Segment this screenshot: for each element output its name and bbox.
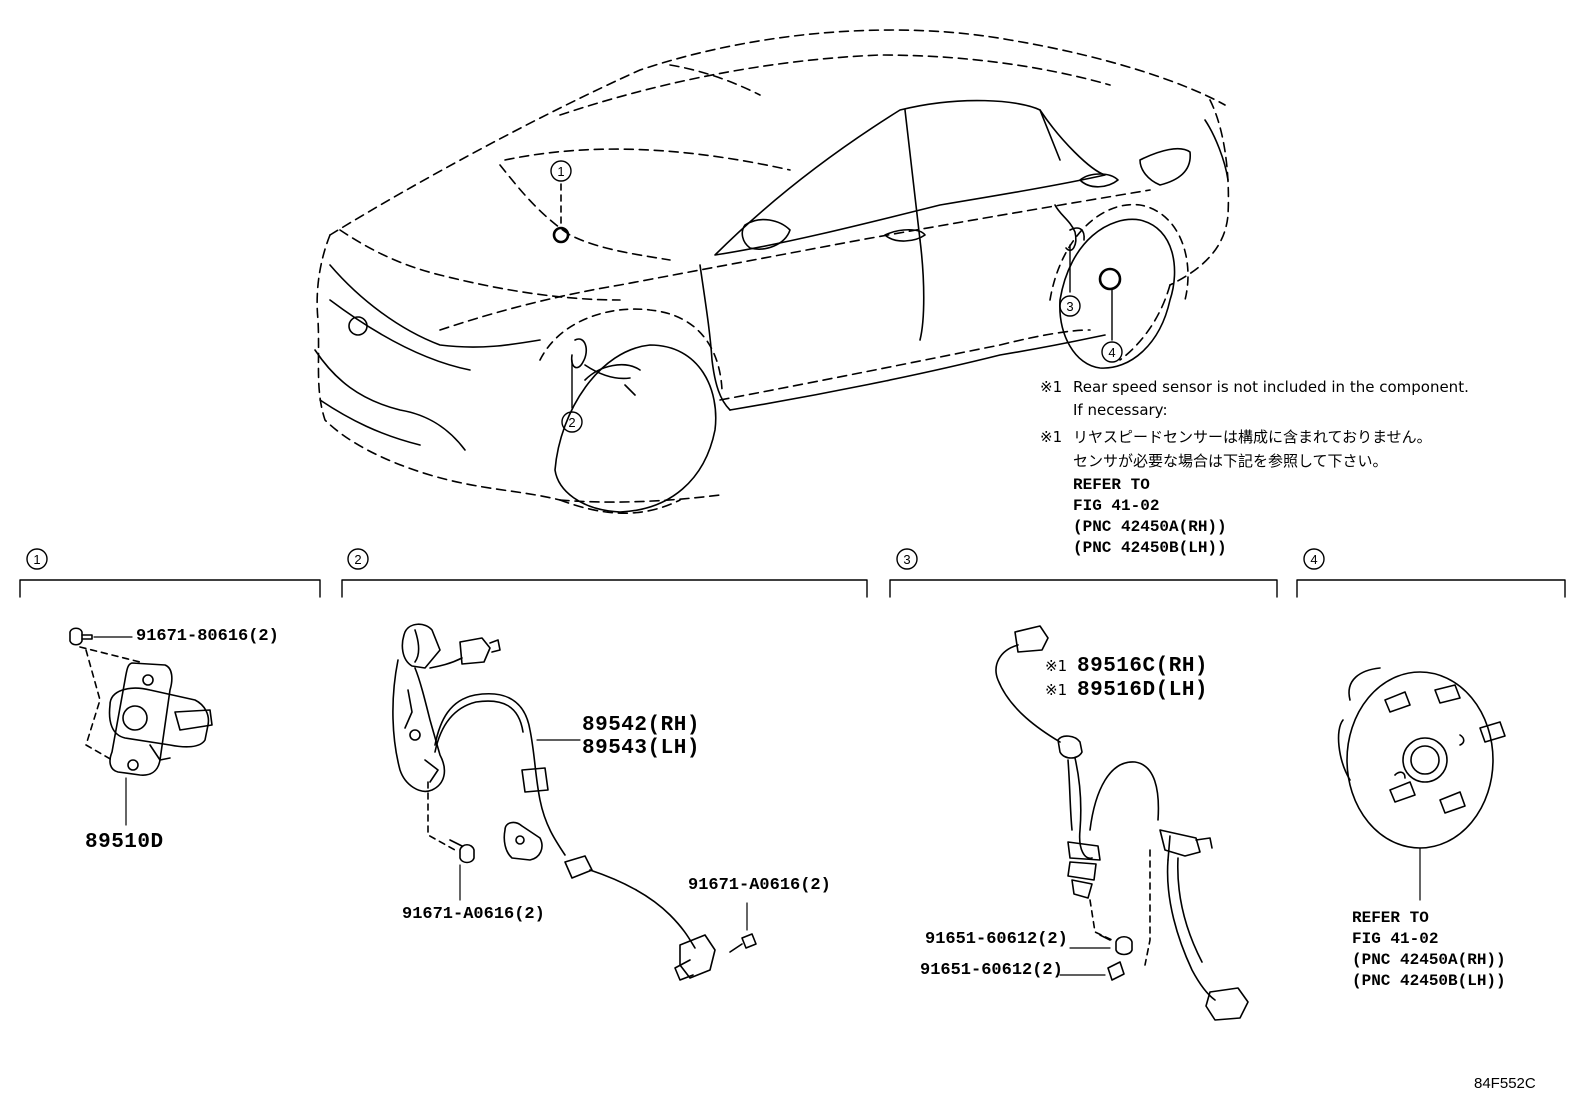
note-refer-0: REFER TO xyxy=(1073,476,1150,494)
note-jp-line1: リヤスピードセンサーは構成に含まれておりません。 xyxy=(1073,428,1432,446)
note-jp-line2: センサが必要な場合は下記を参照して下さい。 xyxy=(1073,452,1388,470)
section3-sensor-lh: 89516D(LH) xyxy=(1077,679,1209,702)
section4-refer-1: FIG 41-02 xyxy=(1352,930,1439,948)
callout-4-section: 4 xyxy=(1310,552,1317,567)
section2-bolt-right: 91671-A0616(2) xyxy=(688,876,831,895)
note-refer-2: (PNC 42450A(RH)) xyxy=(1073,518,1227,536)
note-en-line1: Rear speed sensor is not included in the… xyxy=(1073,378,1469,396)
callout-numbers: 1 2 3 4 1 2 3 4 xyxy=(33,164,1317,567)
figure-code: 84F552C xyxy=(1474,1075,1536,1092)
section1-sensor-illustration xyxy=(69,627,213,826)
note-mark-jp: ※1 xyxy=(1040,428,1063,446)
section2-sensor-rh: 89542(RH) xyxy=(582,714,700,737)
section-brackets xyxy=(19,548,1566,598)
section3-bolt-upper: 91651-60612(2) xyxy=(925,930,1068,949)
section1-bolt-part-number: 91671-80616(2) xyxy=(136,627,279,646)
section4-refer-2: (PNC 42450A(RH)) xyxy=(1352,951,1506,969)
note-en-line2: If necessary: xyxy=(1073,401,1168,419)
callout-1-section: 1 xyxy=(33,552,40,567)
section3-bolt-lower: 91651-60612(2) xyxy=(920,961,1063,980)
note-refer-1: FIG 41-02 xyxy=(1073,497,1160,515)
callout-4-car: 4 xyxy=(1108,345,1115,360)
section1-sensor-part-number: 89510D xyxy=(85,831,164,854)
car-illustration xyxy=(314,29,1230,514)
section2-sensor-illustration xyxy=(392,623,757,981)
note-mark-en: ※1 xyxy=(1040,378,1063,396)
callout-3-car: 3 xyxy=(1066,299,1073,314)
section2-sensor-lh: 89543(LH) xyxy=(582,737,700,760)
section3-sensor-rh: 89516C(RH) xyxy=(1077,655,1209,678)
section3-mark-rh: ※1 xyxy=(1045,657,1068,675)
note-refer-3: (PNC 42450B(LH)) xyxy=(1073,539,1227,557)
section2-bolt-left: 91671-A0616(2) xyxy=(402,905,545,924)
callout-2-section: 2 xyxy=(354,552,361,567)
section4-refer-0: REFER TO xyxy=(1352,909,1429,927)
section3-sensor-illustration xyxy=(995,625,1249,1021)
callout-3-section: 3 xyxy=(903,552,910,567)
callout-1-car: 1 xyxy=(557,164,564,179)
section3-mark-lh: ※1 xyxy=(1045,681,1068,699)
callout-2-car: 2 xyxy=(568,415,575,430)
car-callouts xyxy=(550,160,1123,433)
section4-hub-illustration xyxy=(1337,667,1506,901)
section4-refer-3: (PNC 42450B(LH)) xyxy=(1352,972,1506,990)
